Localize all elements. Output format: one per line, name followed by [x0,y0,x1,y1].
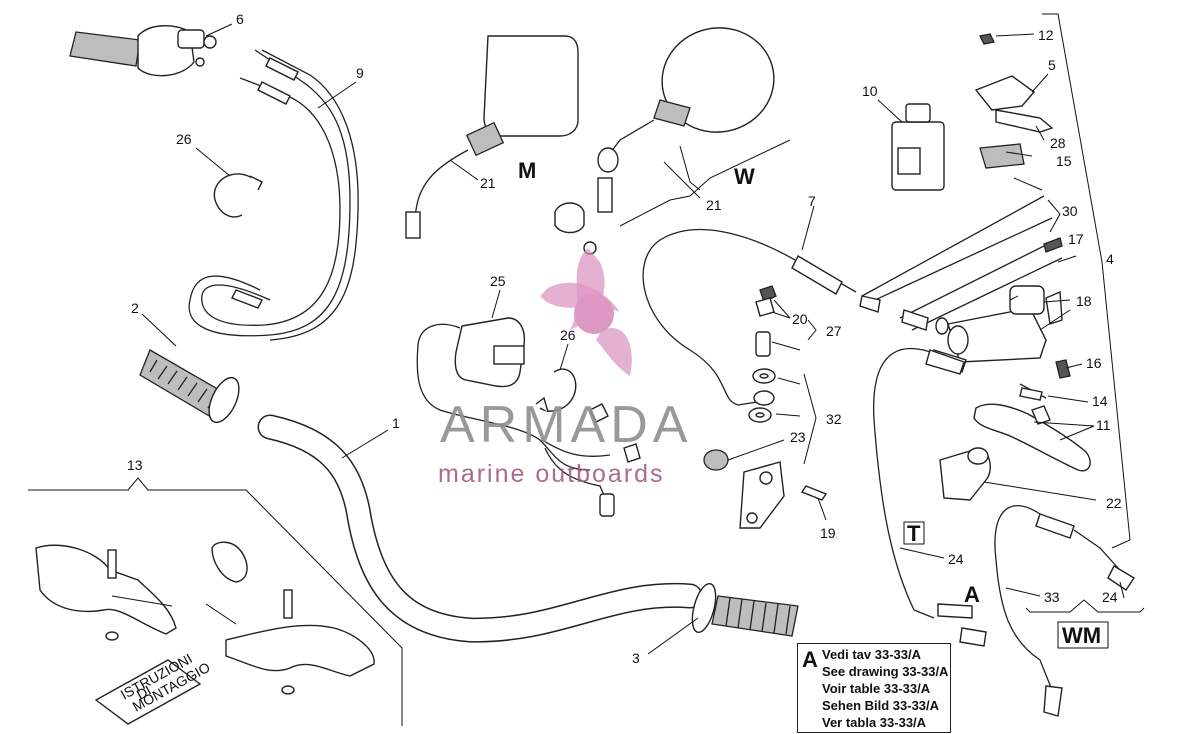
handlebar [257,414,703,643]
callout-12: 12 [1038,27,1054,43]
callout-2: 2 [131,300,139,316]
master-cylinder-18 [929,237,1063,373]
callout-32: 32 [826,411,842,427]
callout-17: 17 [1068,231,1084,247]
lever-11 [973,403,1091,472]
callout-22: 22 [1106,495,1122,511]
callout-14: 14 [1092,393,1108,409]
drawing-reference-note: A Vedi tav 33-33/A See drawing 33-33/A V… [797,643,951,733]
variant-w: W [734,164,755,189]
callout-25: 25 [490,273,506,289]
callout-16: 16 [1086,355,1102,371]
callout-6: 6 [236,11,244,27]
callout-24-wm: 24 [1102,589,1118,605]
callout-19: 19 [820,525,836,541]
kit-4-bracket [1042,13,1131,549]
callout-4: 4 [1106,251,1114,267]
variant-labels: M W T A WM [518,158,1109,649]
callout-15: 15 [1056,153,1072,169]
note-letter: A [802,647,818,672]
variant-m: M [518,158,536,183]
lever-bracket-22 [939,447,991,501]
instruction-booklet: ISTRUZIONI DI MONTAGGIO [94,650,213,725]
switch-wire-33 [994,504,1135,717]
variant-wm-box [1057,621,1109,649]
variant-a: A [964,582,980,607]
callout-7: 7 [808,193,816,209]
variant-t-box [903,521,925,545]
callout-18: 18 [1076,293,1092,309]
note-line-french: Voir table 33-33/A [822,681,931,696]
light-switch [416,317,641,517]
watermark-tagline: marine outboards [438,460,665,488]
fluid-bottle-10 [891,103,945,191]
cable-clip-centre [535,368,577,413]
leader-lines [141,23,1125,655]
callout-13: 13 [127,457,143,473]
mirror-bracket-23 [703,449,828,529]
callout-11: 11 [1096,417,1111,433]
washers-32 [748,368,776,423]
switch-wire-24 [873,347,987,647]
callout-1: 1 [392,415,400,431]
callouts: 1 2 3 4 5 6 7 9 10 11 12 13 14 15 16 17 … [127,11,1122,666]
left-grip [139,349,240,424]
callout-21-w: 21 [706,197,722,213]
reservoir-cover-5 [974,33,1054,169]
callout-5: 5 [1048,57,1056,73]
clutch-cable [642,228,857,406]
mirror-w [554,27,775,255]
bracket-strokes [619,139,1145,613]
note-line-english: See drawing 33-33/A [822,664,949,679]
callout-26-left: 26 [176,131,192,147]
kit-13-bracket [28,477,403,726]
cable-clip-left [213,173,263,218]
callout-30: 30 [1062,203,1078,219]
throttle-grip [69,25,217,77]
note-line-spanish: Ver tabla 33-33/A [822,715,927,730]
note-line-italian: Vedi tav 33-33/A [822,647,921,662]
callout-3: 3 [632,650,640,666]
adjuster-30 [859,195,1063,335]
watermark-brand: ARMADA [440,396,692,454]
callout-21-m: 21 [480,175,496,191]
note-line-german: Sehen Bild 33-33/A [822,698,940,713]
callout-9: 9 [356,65,364,81]
handguard-kit [35,541,375,695]
small-parts-14-16 [1019,359,1071,401]
throttle-cables [188,49,359,341]
callout-27: 27 [826,323,842,339]
screws-27 [755,285,777,357]
callout-23: 23 [790,429,806,445]
callout-24-t: 24 [948,551,964,567]
callout-26-centre: 26 [560,327,576,343]
watermark-logo [540,248,632,376]
variant-wm: WM [1062,623,1101,648]
right-grip [691,583,799,637]
watermark: ARMADA marine outboards [438,248,692,488]
variant-t: T [907,521,921,546]
callout-33: 33 [1044,589,1060,605]
mirror-m [405,35,579,239]
callout-10: 10 [862,83,878,99]
callout-28: 28 [1050,135,1066,151]
callout-20: 20 [792,311,808,327]
booklet-line2: DI [134,682,154,703]
